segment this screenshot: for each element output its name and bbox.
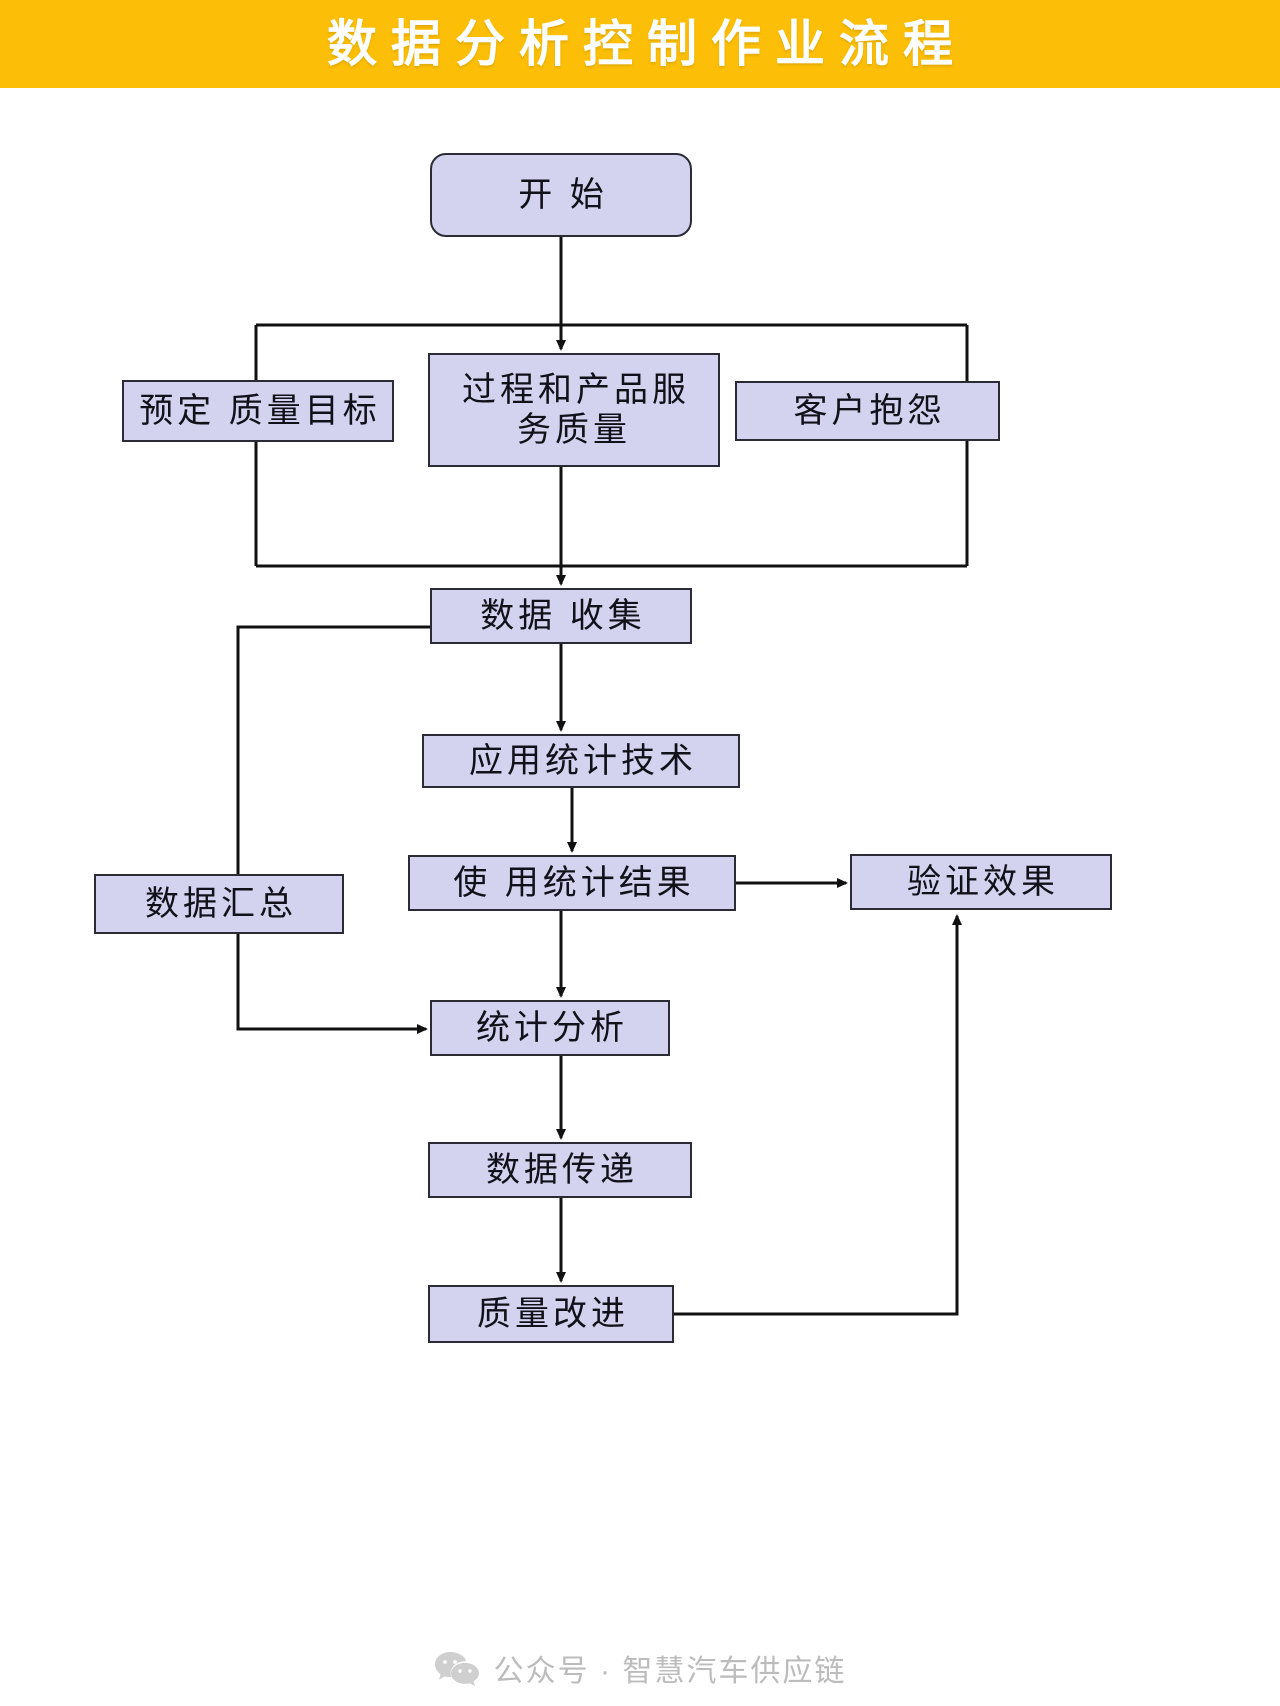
node-customer-complaint-label: 客户抱怨	[793, 391, 946, 430]
node-quality-improvement-label: 质量改进	[477, 1294, 629, 1333]
node-data-collection-label: 数据 收集	[480, 596, 646, 635]
node-data-transfer[interactable]: 数据传递	[428, 1142, 692, 1198]
title-banner: 数据分析控制作业流程	[0, 0, 1280, 88]
node-data-summary[interactable]: 数据汇总	[94, 874, 344, 934]
node-apply-statistical-techniques-label: 应用统计技术	[469, 741, 697, 780]
node-use-statistical-results-label: 使 用统计结果	[453, 863, 695, 902]
node-predefined-quality-goal[interactable]: 预定 质量目标	[122, 380, 394, 442]
node-verify-effectiveness[interactable]: 验证效果	[850, 854, 1112, 910]
node-process-product-service-quality[interactable]: 过程和产品服 务质量	[428, 353, 720, 467]
edge-improve-verify	[674, 914, 962, 1316]
node-statistical-analysis-label: 统计分析	[476, 1008, 628, 1047]
node-apply-statistical-techniques[interactable]: 应用统计技术	[422, 734, 740, 788]
node-start-label: 开 始	[518, 175, 608, 214]
node-verify-effectiveness-label: 验证效果	[907, 862, 1059, 901]
node-data-summary-label: 数据汇总	[145, 884, 297, 923]
watermark-text: 公众号 · 智慧汽车供应链	[493, 1655, 847, 1688]
node-start[interactable]: 开 始	[430, 153, 692, 237]
node-customer-complaint[interactable]: 客户抱怨	[735, 381, 1000, 441]
node-data-transfer-label: 数据传递	[486, 1150, 638, 1189]
page-title: 数据分析控制作业流程	[327, 16, 967, 72]
node-data-collection[interactable]: 数据 收集	[430, 588, 692, 644]
node-process-product-service-quality-label: 过程和产品服 务质量	[462, 370, 690, 449]
node-predefined-quality-goal-label: 预定 质量目标	[139, 391, 381, 430]
node-quality-improvement[interactable]: 质量改进	[428, 1285, 674, 1343]
watermark: 公众号 · 智慧汽车供应链	[0, 1636, 1280, 1700]
edge-collect-loop-analysis	[236, 625, 430, 1034]
wechat-icon	[434, 1650, 480, 1686]
node-use-statistical-results[interactable]: 使 用统计结果	[408, 855, 736, 911]
node-statistical-analysis[interactable]: 统计分析	[430, 1000, 670, 1056]
